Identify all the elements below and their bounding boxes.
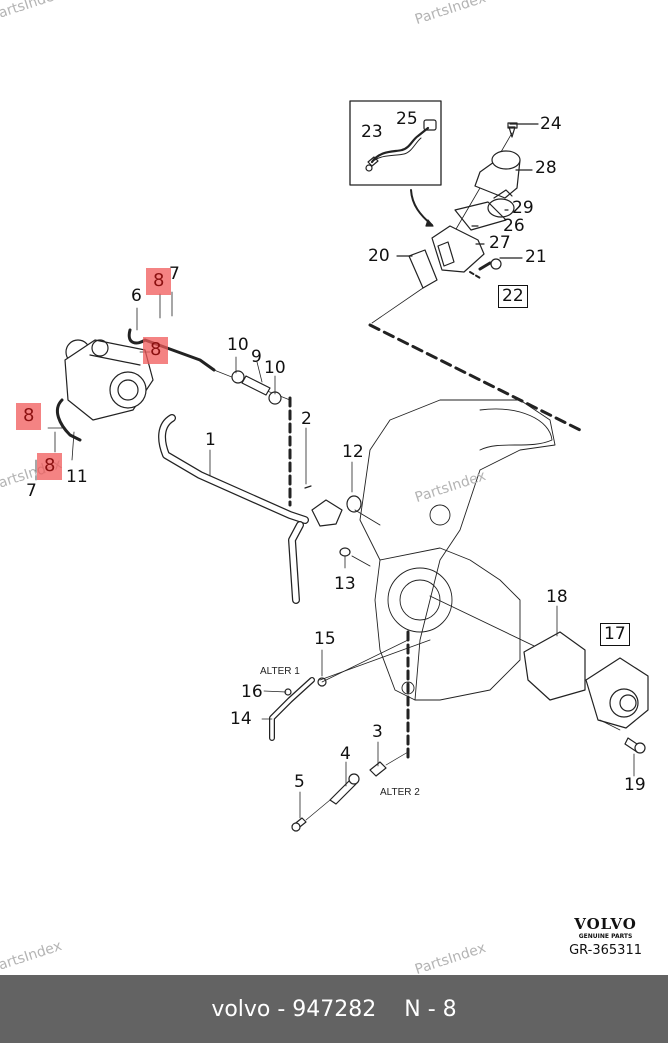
turbocharger [56,328,291,442]
callout-10-right[interactable]: 10 [264,358,286,378]
parts-diagram-canvas: PartsIndex PartsIndex PartsIndex PartsIn… [0,0,649,978]
callout-13[interactable]: 13 [334,574,356,594]
fittings-group [269,639,409,832]
callout-29[interactable]: 29 [512,198,534,218]
callout-6[interactable]: 6 [131,286,142,306]
leader-lines [35,291,635,819]
callout-22-group[interactable]: 22 [498,285,528,308]
thermostat-housing-group [371,122,539,324]
callout-7-bottom[interactable]: 7 [26,481,37,501]
brand-tagline: GENUINE PARTS [578,933,633,940]
hose-coupling [231,370,282,405]
callout-19[interactable]: 19 [624,775,646,795]
callout-27[interactable]: 27 [489,233,511,253]
footer-bar: volvo - 947282 N - 8 [0,975,668,1043]
callout-2[interactable]: 2 [301,409,312,429]
callout-12[interactable]: 12 [342,442,364,462]
callout-21[interactable]: 21 [525,247,547,267]
callout-8-highlighted[interactable]: 8 [16,403,42,430]
callout-8-highlighted[interactable]: 8 [143,337,169,364]
callout-16[interactable]: 16 [241,682,263,702]
callout-4[interactable]: 4 [340,744,351,764]
coolant-pipe [158,414,362,604]
engine-block [319,399,581,701]
brand-block: VOLVO GENUINE PARTS GR-365311 [569,915,642,958]
callout-11[interactable]: 11 [66,467,88,487]
callout-8-highlighted[interactable]: 8 [37,453,63,480]
callout-10-left[interactable]: 10 [227,335,249,355]
water-pump [523,631,649,754]
callout-5[interactable]: 5 [294,772,305,792]
callout-18[interactable]: 18 [546,587,568,607]
callout-23[interactable]: 23 [361,122,383,142]
callout-25[interactable]: 25 [396,109,418,129]
variant-label-alter-2: ALTER 2 [380,787,420,798]
callout-24[interactable]: 24 [540,114,562,134]
callout-26[interactable]: 26 [503,216,525,236]
callout-8-highlighted[interactable]: 8 [146,268,172,295]
drawing-code: GR-365311 [569,943,642,958]
callout-9[interactable]: 9 [251,347,262,367]
callout-1[interactable]: 1 [205,430,216,450]
volvo-logo: VOLVO [574,915,637,933]
callout-28[interactable]: 28 [535,158,557,178]
callout-7-top[interactable]: 7 [169,264,180,284]
variant-label-alter-1: ALTER 1 [260,666,300,677]
footer-position-label: N - 8 [404,996,457,1022]
sensor-inset [349,100,442,227]
callout-3[interactable]: 3 [372,722,383,742]
diagram-drawing [35,100,649,832]
callout-17-group[interactable]: 17 [600,623,630,646]
footer-part-label: volvo - 947282 [211,996,377,1022]
callout-20[interactable]: 20 [368,246,390,266]
callout-15[interactable]: 15 [314,629,336,649]
callout-14[interactable]: 14 [230,709,252,729]
